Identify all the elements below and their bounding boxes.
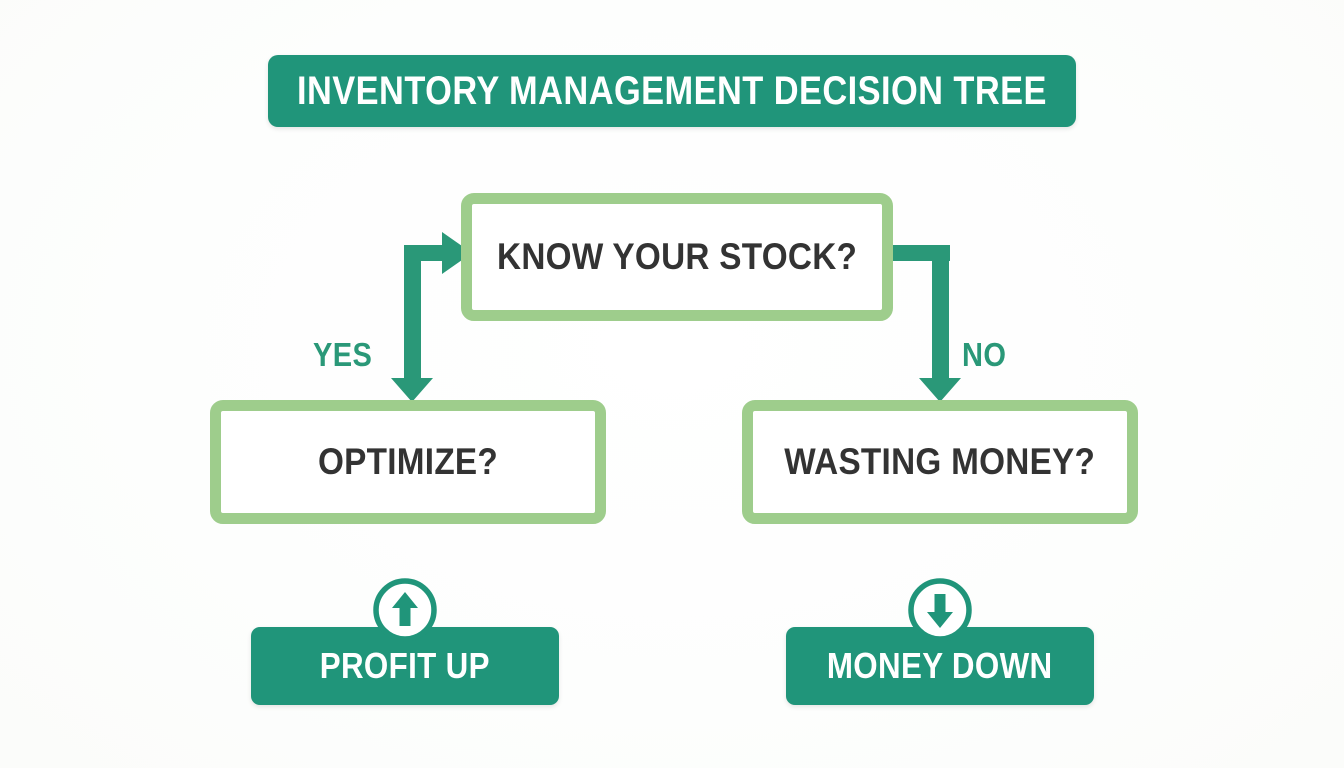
arrow-down-circle-icon [908, 578, 972, 642]
edge-yes-connector [391, 232, 472, 402]
decision-node-root[interactable]: KNOW YOUR STOCK? [461, 193, 893, 321]
edge-label-yes: YES [313, 336, 373, 373]
decision-node-optimize[interactable]: OPTIMIZE? [210, 400, 606, 524]
edge-label-no: NO [962, 336, 1007, 373]
page-title-banner: INVENTORY MANAGEMENT DECISION TREE [268, 55, 1076, 127]
outcome-money-down-label: MONEY DOWN [827, 645, 1053, 686]
decision-node-optimize-label: OPTIMIZE? [317, 441, 499, 482]
page-title: INVENTORY MANAGEMENT DECISION TREE [297, 68, 1047, 113]
decision-node-root-label: KNOW YOUR STOCK? [496, 236, 858, 277]
arrow-up-circle-icon [373, 578, 437, 642]
outcome-money-down[interactable]: MONEY DOWN [786, 578, 1094, 705]
decision-node-wasting-money[interactable]: WASTING MONEY? [742, 400, 1138, 524]
decision-node-wasting-money-label: WASTING MONEY? [784, 441, 1096, 482]
edge-no-connector [890, 245, 961, 402]
outcome-profit-up-label: PROFIT UP [319, 645, 491, 686]
outcome-profit-up[interactable]: PROFIT UP [251, 578, 559, 705]
